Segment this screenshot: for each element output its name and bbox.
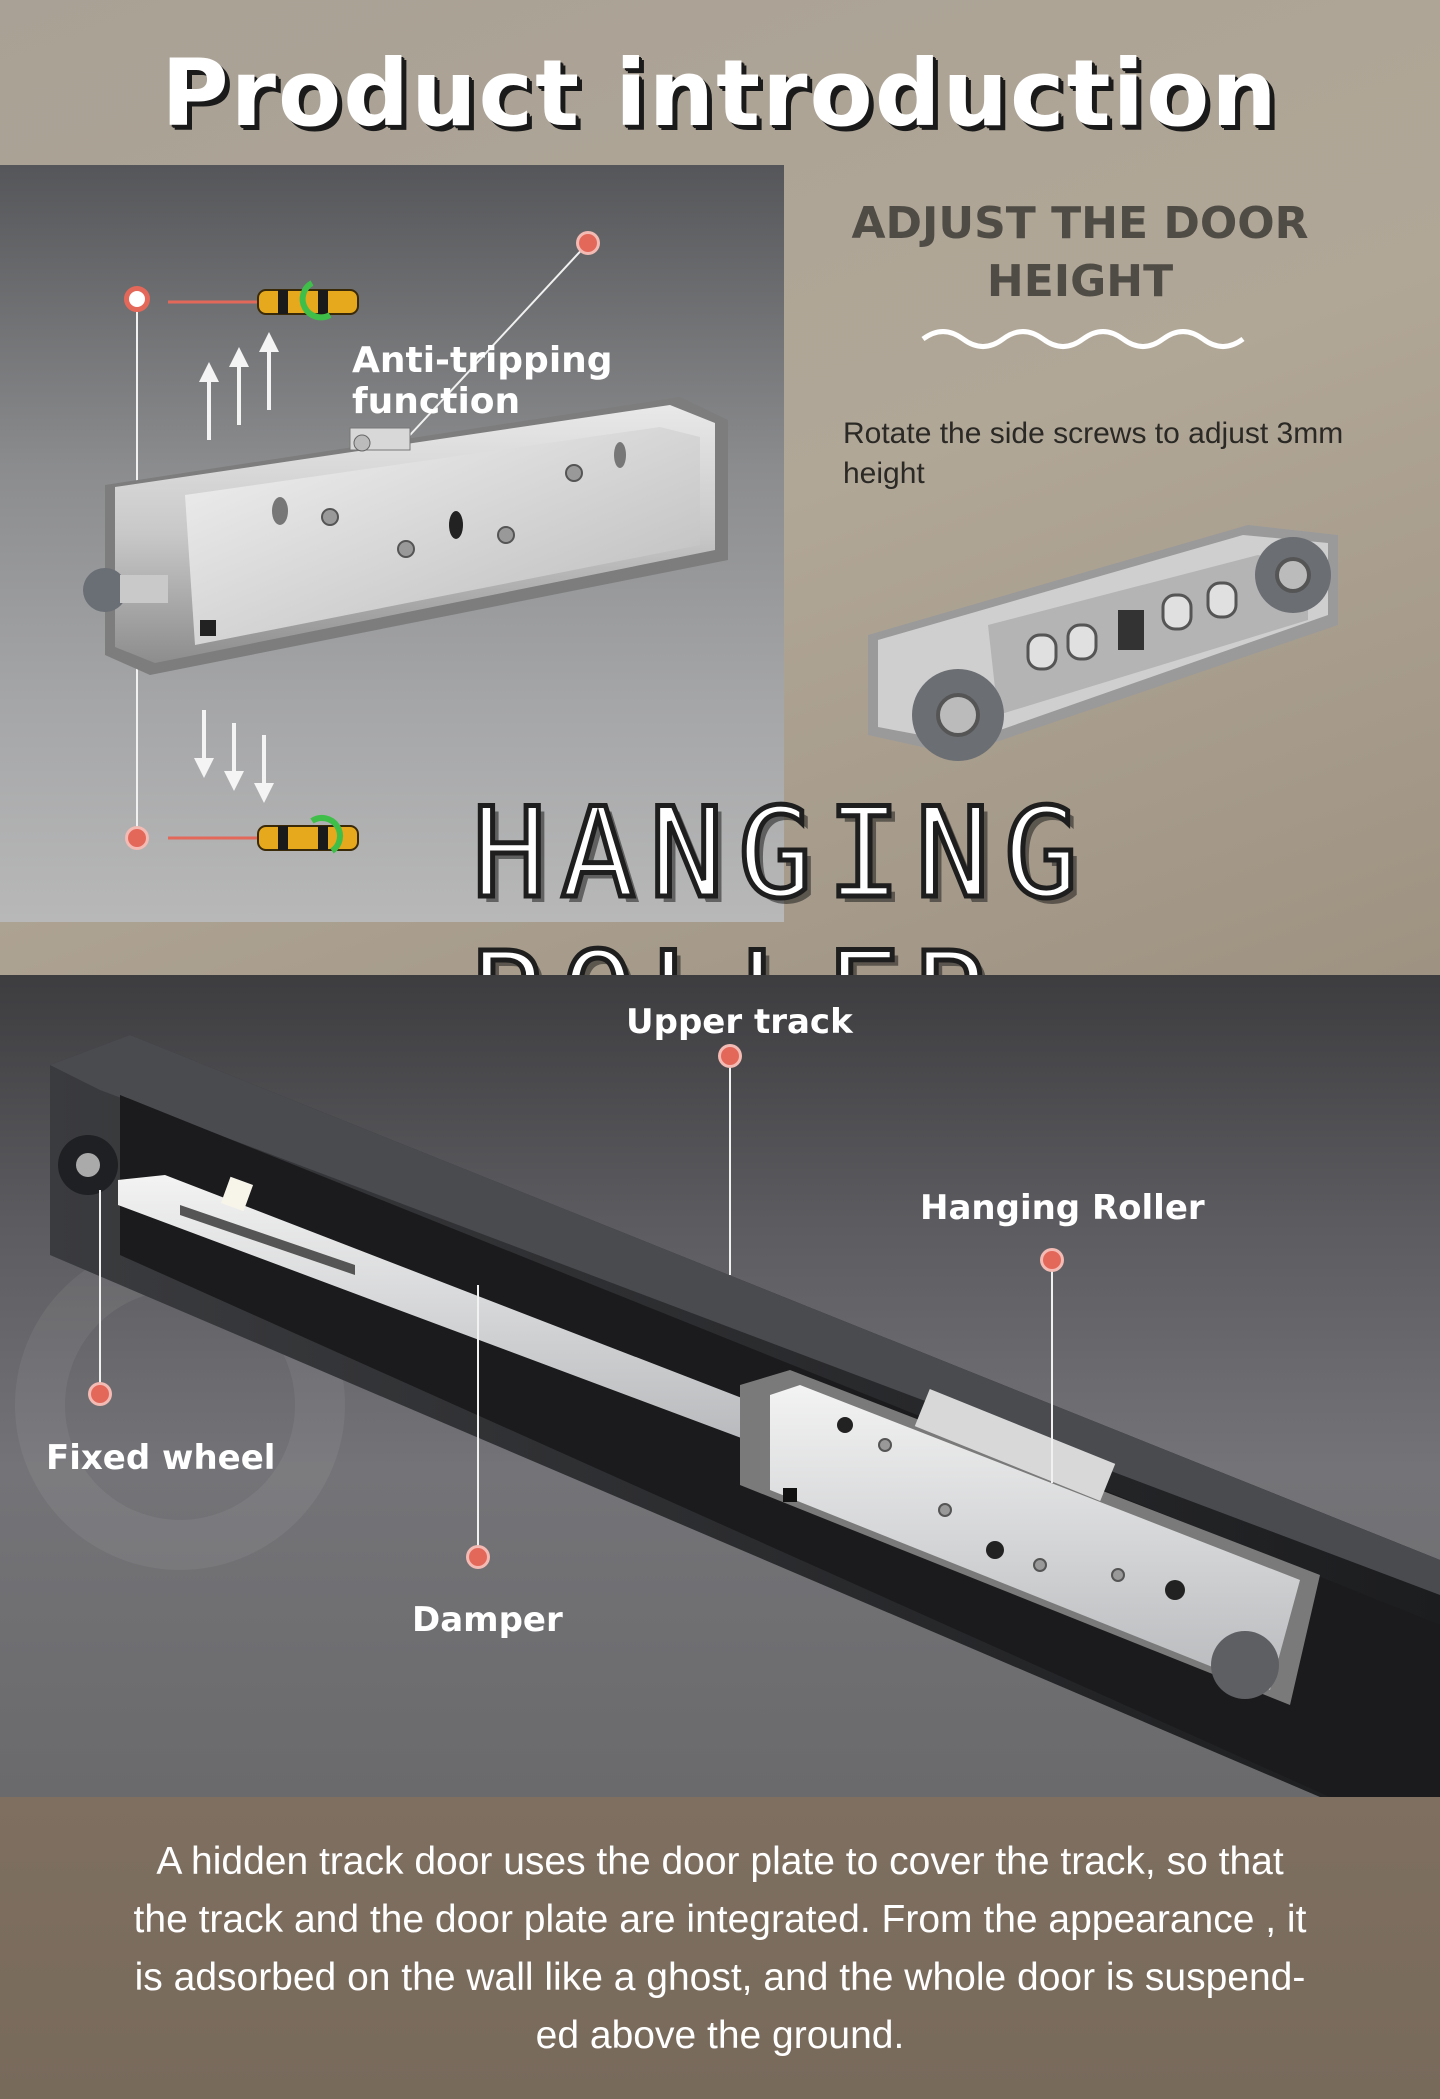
roller-photo: [868, 525, 1338, 761]
anti-tripping-panel: Anti-tripping function: [0, 165, 784, 922]
top-screw-dot: [124, 286, 150, 312]
screwdriver-icon-bottom: [168, 814, 359, 854]
bottom-screw-dot: [125, 826, 149, 850]
fixed-wheel-dot: [88, 1382, 112, 1406]
track-illustration: [15, 1035, 1440, 1797]
damper-label: Damper: [412, 1600, 563, 1640]
adjust-title-line2: HEIGHT: [986, 256, 1174, 307]
upper-track-dot: [718, 1044, 742, 1068]
description-band: [0, 1797, 1440, 2099]
description-line-2: the track and the door plate are integra…: [133, 1898, 1307, 1941]
hanging-roller-dot: [1040, 1248, 1064, 1272]
page-title: Product introduction: [161, 40, 1279, 147]
arrow-up-icon: [199, 332, 279, 440]
roller-unit: [83, 397, 728, 675]
damper-dot: [466, 1545, 490, 1569]
description-paragraph: A hidden track door uses the door plate …: [60, 1833, 1380, 2065]
hanging-roller-label: Hanging Roller: [920, 1188, 1205, 1228]
arrow-down-icon: [194, 710, 274, 803]
anti-tripping-dot: [576, 231, 600, 255]
track-panel: Upper track Hanging Roller Fixed wheel D…: [0, 975, 1440, 1797]
adjust-title-line1: ADJUST THE DOOR: [851, 198, 1309, 249]
hanging-roller-illustration: [83, 242, 728, 854]
fixed-wheel-label: Fixed wheel: [46, 1438, 276, 1478]
adjust-description: Rotate the side screws to adjust 3mm hei…: [843, 417, 1344, 490]
adjust-title: ADJUST THE DOOR HEIGHT: [830, 195, 1330, 311]
upper-track-label: Upper track: [626, 1002, 853, 1042]
anti-tripping-label: Anti-tripping function: [352, 340, 613, 422]
description-line-4: ed above the ground.: [535, 2014, 905, 2057]
wave-divider: [921, 329, 1245, 349]
description-line-3: is adsorbed on the wall like a ghost, an…: [134, 1956, 1306, 1999]
screwdriver-icon-top: [168, 280, 359, 321]
description-line-1: A hidden track door uses the door plate …: [156, 1840, 1284, 1883]
